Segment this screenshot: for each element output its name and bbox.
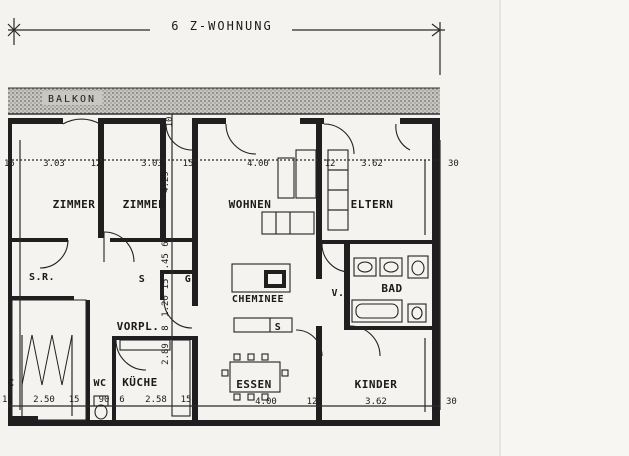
plan-title: 6 Z-WOHNUNG (171, 19, 272, 33)
interior-walls (8, 118, 434, 420)
room-label-vorpl: VORPL. (117, 320, 160, 333)
title-backdrop (150, 14, 292, 36)
dim-top-15a: 15 (4, 159, 15, 169)
room-label-c: C (8, 378, 15, 389)
windows (19, 140, 441, 412)
doors (39, 118, 411, 371)
dim-v-429: 4.29 (161, 171, 171, 193)
balcony-label-backdrop (42, 91, 102, 105)
dim-bot-15a: 15 (2, 395, 13, 405)
room-label-kueche: KÜCHE (122, 375, 158, 389)
dim-bot-250: 2.50 (33, 395, 55, 405)
dim-top-303a: 3.03 (43, 159, 65, 169)
room-label-wohnen: WOHNEN (229, 198, 272, 211)
dim-top-30: 30 (448, 159, 459, 169)
dim-v-10: 10 (165, 117, 175, 128)
room-label-wc: WC (93, 378, 106, 389)
cheminee-block (231, 263, 291, 293)
dim-bot-15b: 15 (69, 395, 80, 405)
dim-v-289: 2.89 (161, 343, 171, 365)
room-label-v: V. (331, 288, 344, 299)
room-label-bad: BAD (381, 282, 402, 295)
dim-top-362: 3.62 (361, 159, 383, 169)
balcony-label: BALKON (48, 94, 96, 105)
dim-v-15: 15 (161, 279, 171, 290)
kitchen-counter (233, 317, 293, 333)
room-label-s1: S (139, 274, 146, 285)
dim-top-12a: 12 (91, 159, 102, 169)
dim-bot-6: 6 (119, 395, 124, 405)
dim-bot-362: 3.62 (365, 397, 387, 407)
room-label-zimmer-2: ZIMMER (123, 198, 166, 211)
exterior-walls (8, 118, 440, 426)
wohnen-furniture (261, 149, 349, 235)
room-label-cheminee: CHEMINEE (232, 294, 284, 305)
paper-sheet (0, 0, 500, 456)
dim-top-303b: 3.03 (141, 159, 163, 169)
dim-bot-15c: 15 (181, 395, 192, 405)
dim-bot-12: 12 (307, 397, 318, 407)
dim-v-120: 1.20 (161, 295, 171, 317)
dim-v-6: 6 (161, 241, 171, 246)
dim-v-145: 1.45 (161, 253, 171, 275)
dim-bot-90: 90 (99, 395, 110, 405)
room-label-essen: ESSEN (236, 378, 272, 391)
dim-bot-258: 2.58 (145, 395, 167, 405)
vertical-dimension-labels: 10 4.29 6 1.45 15 1.20 8 2.89 (161, 117, 175, 365)
stairwell (11, 299, 87, 421)
dining-table (221, 353, 289, 401)
room-label-kinder: KINDER (355, 378, 398, 391)
room-label-zimmer-1: ZIMMER (53, 198, 96, 211)
room-label-s2: S (275, 322, 282, 333)
room-label-sr: S.R. (29, 272, 55, 283)
dim-top-15b: 15 (183, 159, 194, 169)
dim-bot-400: 4.00 (255, 397, 277, 407)
dim-v-8: 8 (161, 325, 171, 330)
dim-bot-30: 30 (446, 397, 457, 407)
room-label-eltern: ELTERN (351, 198, 394, 211)
kitchen-fixtures (119, 339, 191, 417)
dim-top-400: 4.00 (247, 159, 269, 169)
dim-top-12b: 12 (325, 159, 336, 169)
room-label-g: G (185, 274, 192, 285)
bathroom-fixtures (351, 255, 429, 323)
